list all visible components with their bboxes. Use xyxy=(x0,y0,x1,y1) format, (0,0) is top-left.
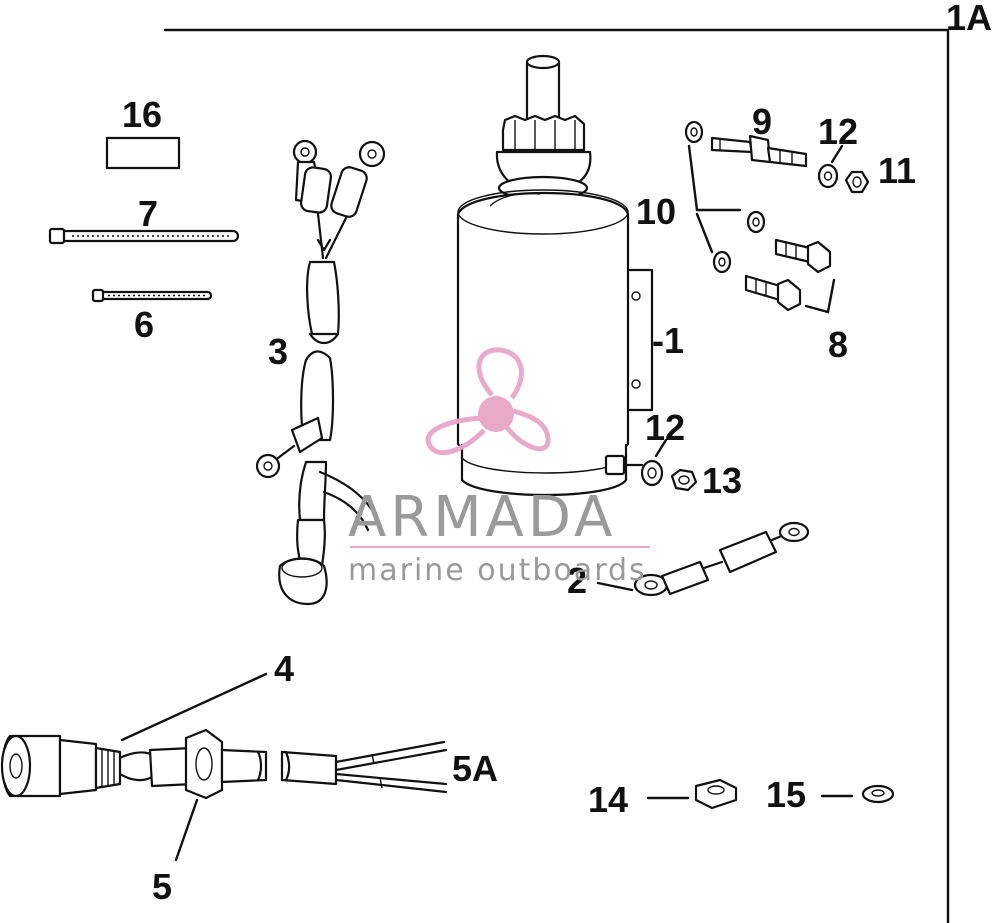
callout-16: 16 xyxy=(122,94,162,135)
tie-strap-large-part xyxy=(48,227,240,245)
callout-14: 14 xyxy=(588,779,628,820)
starter-motor-part xyxy=(456,54,654,497)
callout-2: 2 xyxy=(567,560,587,601)
bolt-8-parts xyxy=(744,238,836,314)
nut-14-part xyxy=(646,778,738,810)
nut-11-part xyxy=(844,170,870,194)
callout-7: 7 xyxy=(138,193,158,234)
callout-5a: 5A xyxy=(452,748,498,789)
callout-12-mid: 12 xyxy=(645,407,685,448)
decal-part xyxy=(105,136,181,170)
callout-10: 10 xyxy=(636,191,676,232)
lockwasher-12-mid-part xyxy=(640,438,668,487)
callout-6: 6 xyxy=(134,304,154,345)
watermark-brand: ARMADA xyxy=(348,485,616,550)
callout-13: 13 xyxy=(702,460,742,501)
nut-13-part xyxy=(670,468,698,492)
callout-3: 3 xyxy=(268,331,288,372)
frame-label: 1A xyxy=(946,0,992,38)
callout-11: 11 xyxy=(878,150,916,191)
callout-8: 8 xyxy=(828,324,848,365)
armada-logo-icon xyxy=(425,347,551,456)
lockwasher-15-part xyxy=(820,784,895,804)
callout-9: 9 xyxy=(752,101,772,142)
diagram-frame xyxy=(163,28,950,923)
starter-cable-part xyxy=(255,139,386,606)
watermark-tagline: marine outboards xyxy=(348,553,647,588)
callout-1: -1 xyxy=(652,320,684,361)
callout-4: 4 xyxy=(274,648,294,689)
callout-15: 15 xyxy=(766,774,806,815)
tie-strap-small-part xyxy=(91,288,213,303)
lockwasher-12-top-part xyxy=(817,144,844,189)
callout-5: 5 xyxy=(152,866,172,907)
callout-12-top: 12 xyxy=(818,111,858,152)
washer-10-parts xyxy=(684,120,766,274)
battery-cable-part xyxy=(596,521,810,597)
connector-cable-part xyxy=(0,672,448,862)
stud-9-part xyxy=(710,134,808,168)
